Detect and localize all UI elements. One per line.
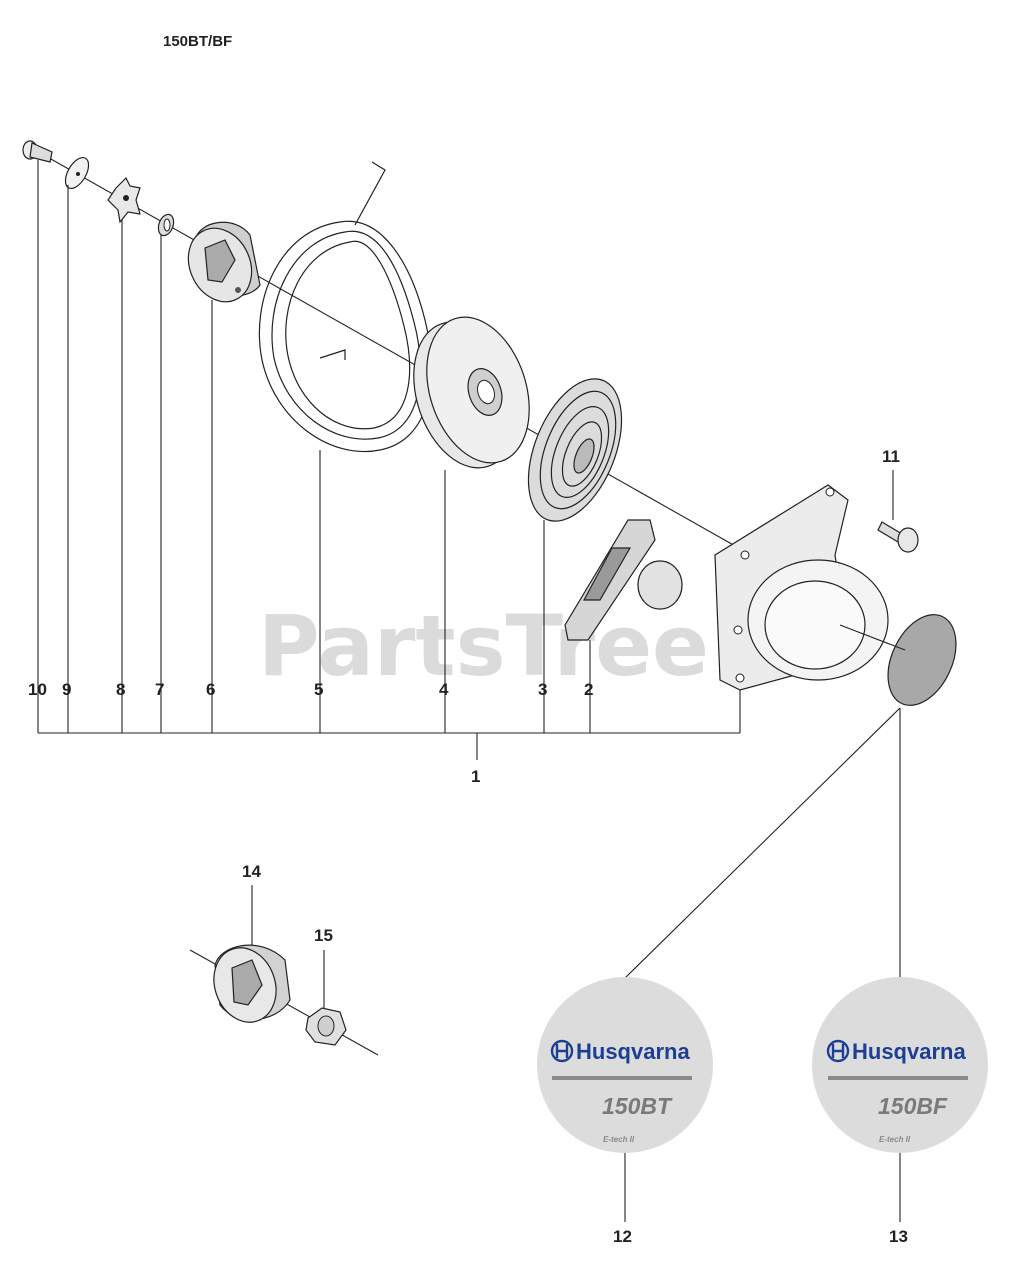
part-5-starter-rope[interactable]	[258, 161, 432, 452]
decal-13-edition: E-tech II	[879, 1135, 911, 1144]
callout-10: 10	[28, 680, 47, 699]
decal-13-model: 150BF	[878, 1093, 948, 1119]
assembly-axis	[34, 149, 761, 561]
part-2-starter-handle[interactable]	[564, 519, 683, 641]
part-4-pulley[interactable]	[396, 304, 547, 481]
callout-13: 13	[889, 1227, 908, 1246]
part-9-washer[interactable]	[61, 154, 94, 192]
callout-5: 5	[314, 680, 323, 699]
decal-12-bar	[552, 1076, 692, 1080]
bracket-lines	[37, 160, 894, 760]
callout-6: 6	[206, 680, 215, 699]
callout-14: 14	[242, 862, 261, 881]
decal-13-bar	[828, 1076, 968, 1080]
callout-12: 12	[613, 1227, 632, 1246]
callout-15: 15	[314, 926, 333, 945]
decal-12-edition: E-tech II	[603, 1135, 635, 1144]
husqvarna-logo-icon	[550, 1039, 574, 1063]
part-13-decal-150bf[interactable]: Husqvarna 150BF E-tech II	[812, 977, 988, 1153]
husqvarna-logo-icon	[826, 1039, 850, 1063]
part-10-screw[interactable]	[22, 140, 53, 163]
watermark-text: PartsTree	[258, 597, 709, 695]
diagram-title: 150BT/BF	[163, 33, 232, 50]
callout-1: 1	[471, 767, 480, 786]
part-6-pawl-drum[interactable]	[177, 218, 263, 312]
callout-11: 11	[882, 447, 900, 466]
part-14-pawl-carrier[interactable]	[204, 939, 291, 1031]
callout-labels: 10 9 8 7 6 5 4 3 2 1 11 14 15 12 13	[28, 447, 908, 1246]
part-3-recoil-spring[interactable]	[510, 365, 640, 534]
callout-3: 3	[538, 680, 547, 699]
callout-4: 4	[439, 680, 449, 699]
part-11-bolt[interactable]	[877, 521, 919, 553]
callout-7: 7	[155, 680, 164, 699]
callout-2: 2	[584, 680, 593, 699]
callout-8: 8	[116, 680, 125, 699]
leader-decal-12	[624, 707, 901, 979]
part-1-starter-housing[interactable]	[714, 484, 889, 691]
watermark: PartsTree TM	[258, 597, 754, 695]
part-8-clip[interactable]	[107, 176, 141, 224]
part-12-decal-150bt[interactable]: Husqvarna 150BT E-tech II	[537, 977, 713, 1153]
decal-disc[interactable]	[875, 604, 970, 716]
part-7-ring[interactable]	[156, 212, 177, 237]
decal-12-model: 150BT	[602, 1093, 673, 1119]
decal-12-brand: Husqvarna	[576, 1039, 690, 1064]
leader-housing-decal	[839, 624, 906, 651]
callout-9: 9	[62, 680, 71, 699]
part-15-nut[interactable]	[305, 1007, 347, 1046]
decal-13-brand: Husqvarna	[852, 1039, 966, 1064]
